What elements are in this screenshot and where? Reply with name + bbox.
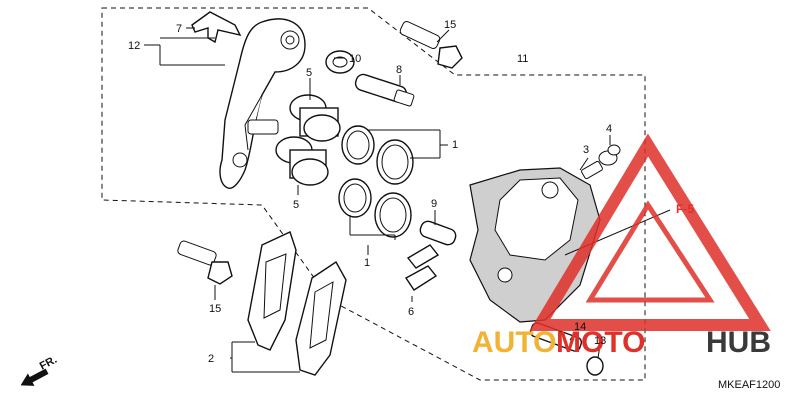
bleeder xyxy=(581,144,621,180)
callout-11: 11 xyxy=(517,53,528,65)
watermark-auto: AUTO xyxy=(472,326,556,359)
callout-6: 6 xyxy=(408,306,414,318)
callout-1-top: 1 xyxy=(452,139,458,151)
callout-14: 14 xyxy=(574,321,586,333)
front-direction-label: FR. xyxy=(38,354,59,373)
watermark-hub: HUB xyxy=(706,326,771,359)
diagram-code: MKEAF1200 xyxy=(718,379,780,391)
watermark-moto: MOTO xyxy=(556,326,645,359)
brake-pad-left xyxy=(247,231,297,351)
caliper-bracket xyxy=(219,18,306,189)
callout-9: 9 xyxy=(431,198,437,210)
watermark xyxy=(529,133,771,331)
slide-pin xyxy=(354,73,415,107)
callout-10: 10 xyxy=(349,53,361,65)
callout-4: 4 xyxy=(606,123,612,135)
callout-5-top: 5 xyxy=(306,67,312,79)
caliper-body xyxy=(469,167,601,323)
watermark-triangle xyxy=(529,133,771,331)
retainer-clip xyxy=(191,11,242,44)
watermark-triangle-inner xyxy=(585,200,715,303)
callout-12: 12 xyxy=(128,40,140,52)
callout-5-bottom: 5 xyxy=(293,199,299,211)
callout-15-bottom: 15 xyxy=(209,303,221,315)
callout-2: 2 xyxy=(208,353,214,365)
piston-seals-lower xyxy=(338,178,412,238)
piston-upper xyxy=(289,94,341,142)
callout-1-bottom: 1 xyxy=(364,257,370,269)
brake-pad-right xyxy=(295,260,347,376)
piston-seals-upper xyxy=(341,125,414,185)
reference-label: F-5 xyxy=(676,202,694,216)
bolt-top xyxy=(399,21,463,69)
callout-3: 3 xyxy=(583,144,589,156)
piston-lower xyxy=(275,136,329,186)
pad-spring xyxy=(404,244,440,291)
callout-15-top: 15 xyxy=(444,19,456,31)
dust-boot xyxy=(325,50,355,74)
front-direction-arrow xyxy=(20,368,49,386)
callout-13: 13 xyxy=(594,335,606,347)
bolt-lower xyxy=(177,240,233,285)
callout-7: 7 xyxy=(176,23,182,35)
callout-8: 8 xyxy=(396,64,402,76)
pad-pin xyxy=(419,220,457,246)
